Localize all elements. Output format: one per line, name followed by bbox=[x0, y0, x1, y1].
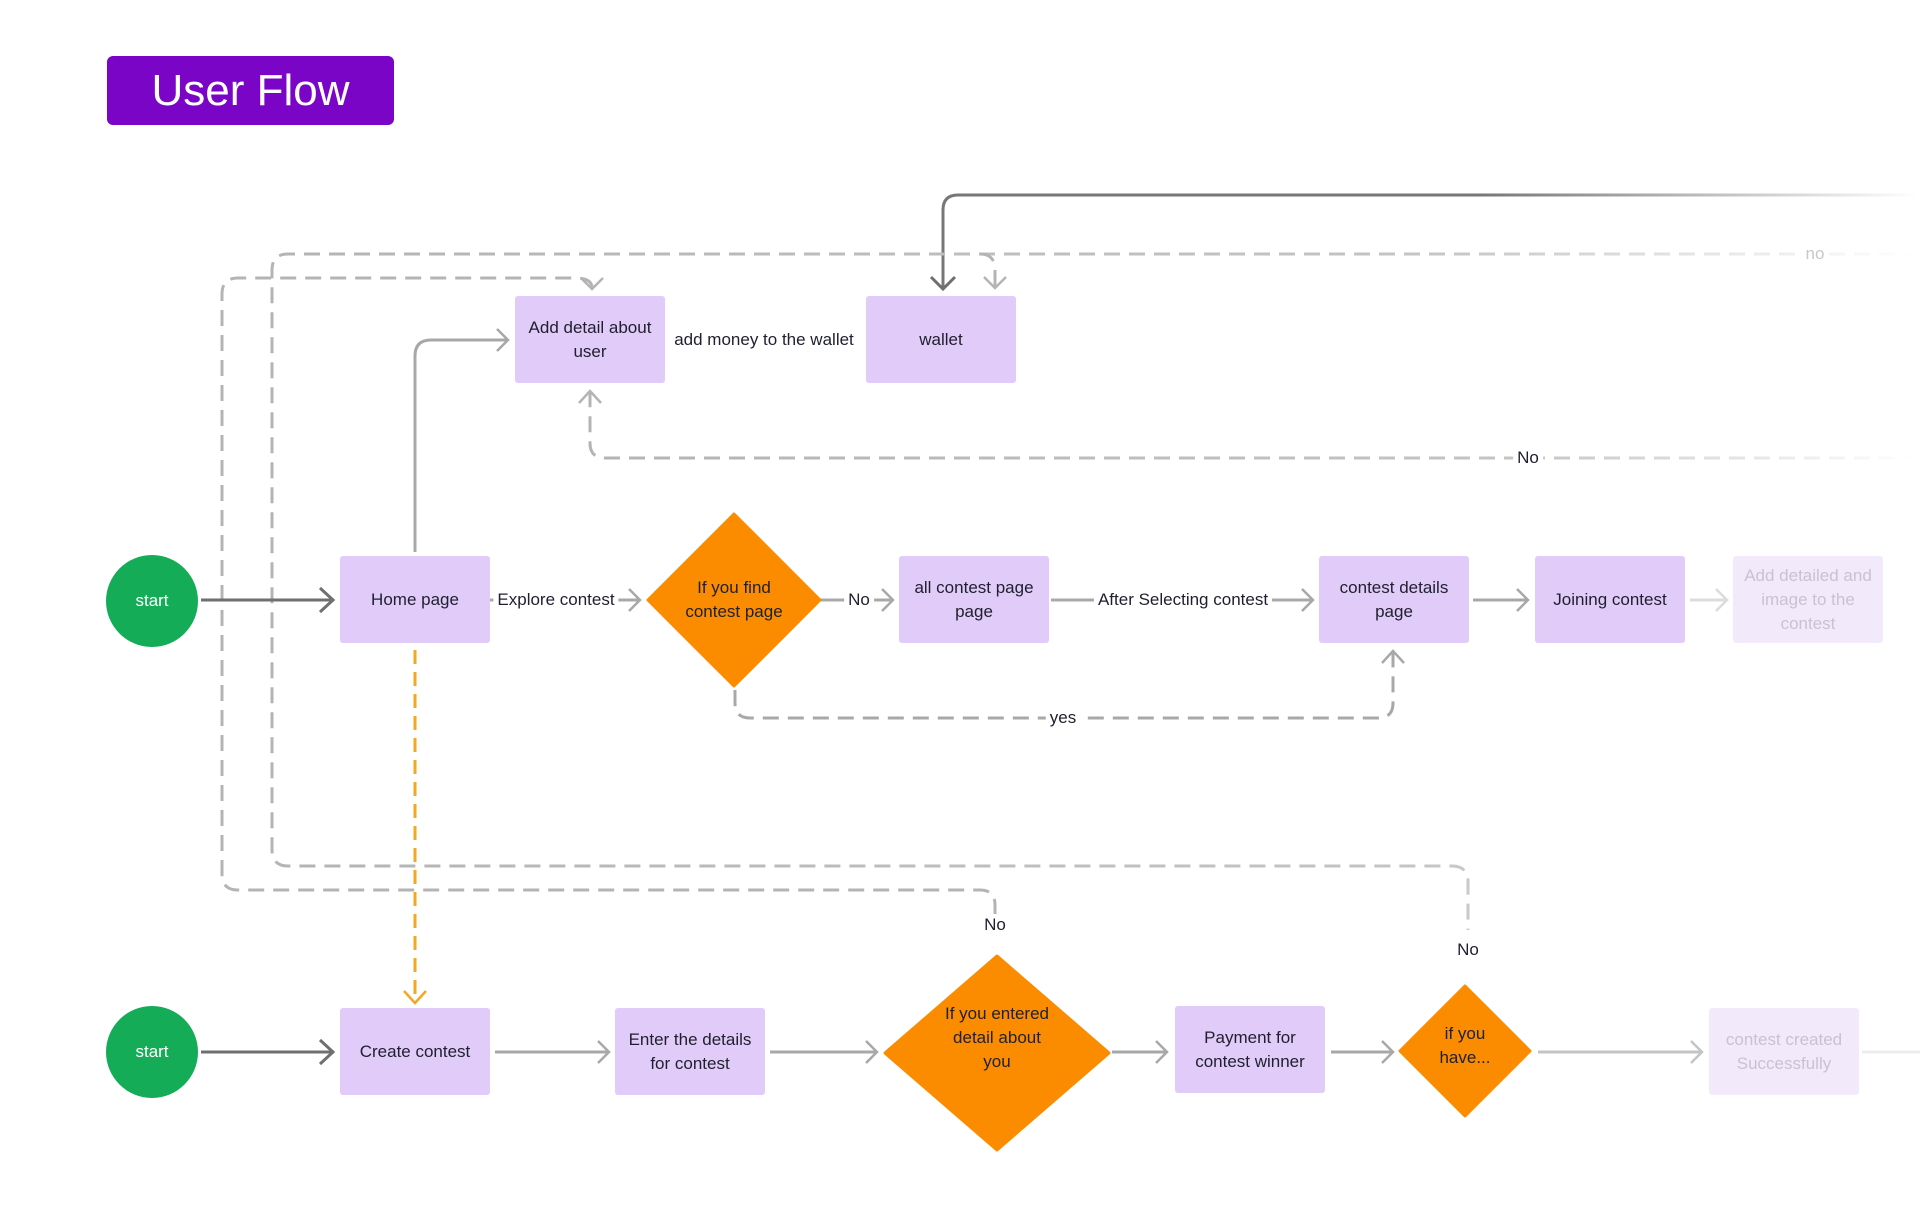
find-contest-label: If you find contest page bbox=[685, 578, 783, 621]
add-detailed-image-node[interactable]: Add detailed and image to the contest bbox=[1733, 556, 1883, 643]
page-title: User Flow bbox=[107, 56, 394, 125]
if-you-have-label: if you have... bbox=[1439, 1024, 1491, 1067]
edge-label-add-money: add money to the wallet bbox=[670, 329, 858, 351]
edge-label-no-have: No bbox=[1453, 939, 1483, 961]
home-to-add-detail-line bbox=[413, 338, 508, 552]
arrowhead bbox=[983, 276, 1007, 290]
entered-detail-decision[interactable]: If you entered detail about you bbox=[882, 953, 1112, 1153]
joining-contest-node[interactable]: Joining contest bbox=[1535, 556, 1685, 643]
arrowhead bbox=[578, 389, 602, 404]
arrowhead bbox=[1301, 588, 1315, 612]
arrowhead bbox=[597, 1040, 611, 1064]
edge-label-after-selecting: After Selecting contest bbox=[1093, 589, 1273, 611]
all-contest-page-node[interactable]: all contest page page bbox=[899, 556, 1049, 643]
edge-label-no-top: no bbox=[1801, 243, 1829, 265]
arrowhead bbox=[580, 277, 604, 291]
arrowhead bbox=[929, 275, 957, 292]
arrowhead bbox=[1715, 588, 1729, 612]
arrowhead bbox=[496, 328, 510, 352]
if-you-have-decision[interactable]: if you have... bbox=[1397, 983, 1533, 1119]
edge-label-explore-contest: Explore contest bbox=[493, 589, 619, 611]
arrowhead bbox=[318, 1038, 336, 1066]
find-contest-decision[interactable]: If you find contest page bbox=[646, 512, 822, 688]
dashed-no-back-line bbox=[588, 392, 1920, 460]
entered-detail-label: If you entered detail about you bbox=[945, 1004, 1049, 1071]
wallet-node[interactable]: wallet bbox=[866, 296, 1016, 383]
arrowhead bbox=[403, 990, 427, 1005]
decision-shape bbox=[883, 954, 1111, 1152]
edge-label-no-back: No bbox=[1513, 447, 1543, 469]
arrowhead bbox=[865, 1040, 879, 1064]
arrowhead bbox=[881, 588, 895, 612]
start-node-top[interactable]: start bbox=[106, 555, 198, 647]
contest-created-node[interactable]: contest created Successfully bbox=[1709, 1008, 1859, 1095]
dashed-no-top-line bbox=[270, 252, 1920, 930]
contest-details-page-node[interactable]: contest details page bbox=[1319, 556, 1469, 643]
payment-winner-node[interactable]: Payment for contest winner bbox=[1175, 1006, 1325, 1093]
arrowhead bbox=[1516, 588, 1530, 612]
arrowhead bbox=[628, 588, 642, 612]
arrowhead bbox=[1381, 649, 1405, 664]
arrowhead bbox=[318, 586, 336, 614]
create-contest-node[interactable]: Create contest bbox=[340, 1008, 490, 1095]
arrowhead bbox=[1155, 1040, 1169, 1064]
edge-label-no-find: No bbox=[844, 589, 874, 611]
add-detail-about-user-node[interactable]: Add detail about user bbox=[515, 296, 665, 383]
arrowhead bbox=[1381, 1040, 1395, 1064]
decision-shape bbox=[646, 512, 822, 688]
return-to-wallet-line bbox=[941, 193, 1920, 288]
home-page-node[interactable]: Home page bbox=[340, 556, 490, 643]
dashed-branch-to-wallet bbox=[979, 252, 997, 288]
arrowhead bbox=[1690, 1040, 1704, 1064]
edge-label-no-entered: No bbox=[980, 914, 1010, 936]
edge-label-yes: yes bbox=[1045, 707, 1081, 729]
start-node-bottom[interactable]: start bbox=[106, 1006, 198, 1098]
enter-details-node[interactable]: Enter the details for contest bbox=[615, 1008, 765, 1095]
decision-shape bbox=[1398, 984, 1532, 1118]
